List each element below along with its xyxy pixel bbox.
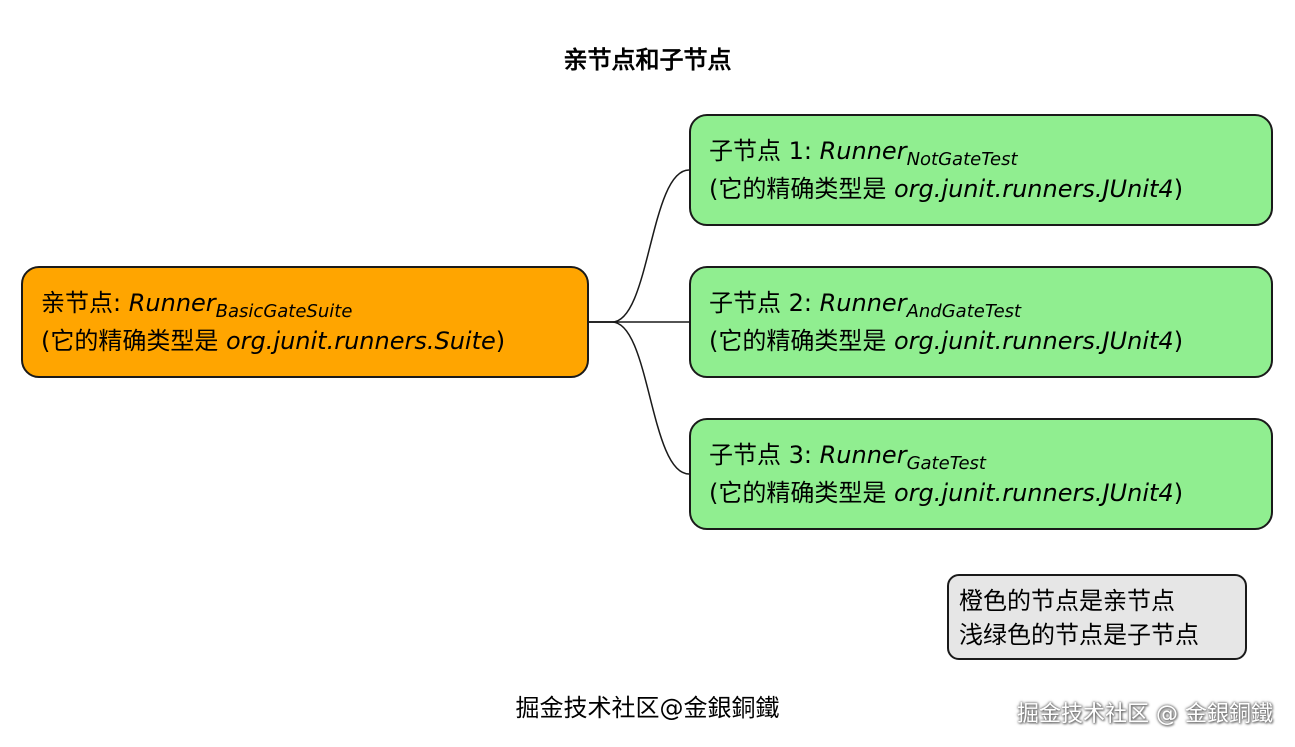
child-1-type-prefix: (它的精确类型是 [709, 175, 894, 203]
child-1-runner: Runner [819, 137, 907, 165]
parent-type-name: org.junit.runners.Suite [226, 327, 496, 355]
legend-box: 橙色的节点是亲节点 浅绿色的节点是子节点 [947, 574, 1247, 660]
footer-credit: 掘金技术社区@金銀銅鐵 [515, 694, 780, 722]
parent-node-line2: (它的精确类型是 org.junit.runners.Suite) [41, 322, 569, 360]
diagram-title: 亲节点和子节点 [563, 46, 732, 74]
parent-runner-subscript: BasicGateSuite [215, 301, 353, 322]
child-1-type-suffix: ) [1173, 175, 1184, 203]
parent-label: 亲节点: [41, 289, 129, 317]
child-1-type-name: org.junit.runners.JUnit4 [894, 175, 1174, 203]
child-node-1: 子节点 1: RunnerNotGateTest (它的精确类型是 org.ju… [689, 114, 1273, 226]
child-node-3-line2: (它的精确类型是 org.junit.runners.JUnit4) [709, 474, 1253, 512]
child-node-3-line1: 子节点 3: RunnerGateTest [709, 436, 1253, 474]
edge-parent-child-3 [589, 321, 690, 475]
child-3-runner: Runner [819, 441, 907, 469]
legend-line-parent: 橙色的节点是亲节点 [959, 587, 1175, 615]
legend-line-child: 浅绿色的节点是子节点 [959, 621, 1199, 649]
child-2-type-suffix: ) [1173, 327, 1184, 355]
child-node-3: 子节点 3: RunnerGateTest (它的精确类型是 org.junit… [689, 418, 1273, 530]
child-3-type-prefix: (它的精确类型是 [709, 479, 894, 507]
edge-parent-child-1 [589, 169, 690, 323]
child-3-type-name: org.junit.runners.JUnit4 [894, 479, 1174, 507]
parent-runner: Runner [128, 289, 216, 317]
child-3-type-suffix: ) [1173, 479, 1184, 507]
parent-node-line1: 亲节点: RunnerBasicGateSuite [41, 284, 569, 322]
child-node-1-line2: (它的精确类型是 org.junit.runners.JUnit4) [709, 170, 1253, 208]
watermark: 掘金技术社区 @ 金銀銅鐵 [1017, 702, 1273, 727]
child-1-label: 子节点 1: [709, 137, 820, 165]
child-node-2-line1: 子节点 2: RunnerAndGateTest [709, 284, 1253, 322]
child-2-label: 子节点 2: [709, 289, 820, 317]
child-1-runner-subscript: NotGateTest [906, 149, 1018, 170]
parent-type-prefix: (它的精确类型是 [41, 327, 226, 355]
child-2-runner: Runner [819, 289, 907, 317]
child-2-type-name: org.junit.runners.JUnit4 [894, 327, 1174, 355]
parent-node: 亲节点: RunnerBasicGateSuite (它的精确类型是 org.j… [21, 266, 589, 378]
child-node-2-line2: (它的精确类型是 org.junit.runners.JUnit4) [709, 322, 1253, 360]
child-2-runner-subscript: AndGateTest [906, 301, 1022, 322]
child-node-1-line1: 子节点 1: RunnerNotGateTest [709, 132, 1253, 170]
child-2-type-prefix: (它的精确类型是 [709, 327, 894, 355]
child-3-label: 子节点 3: [709, 441, 820, 469]
parent-type-suffix: ) [495, 327, 506, 355]
child-node-2: 子节点 2: RunnerAndGateTest (它的精确类型是 org.ju… [689, 266, 1273, 378]
child-3-runner-subscript: GateTest [906, 453, 986, 474]
